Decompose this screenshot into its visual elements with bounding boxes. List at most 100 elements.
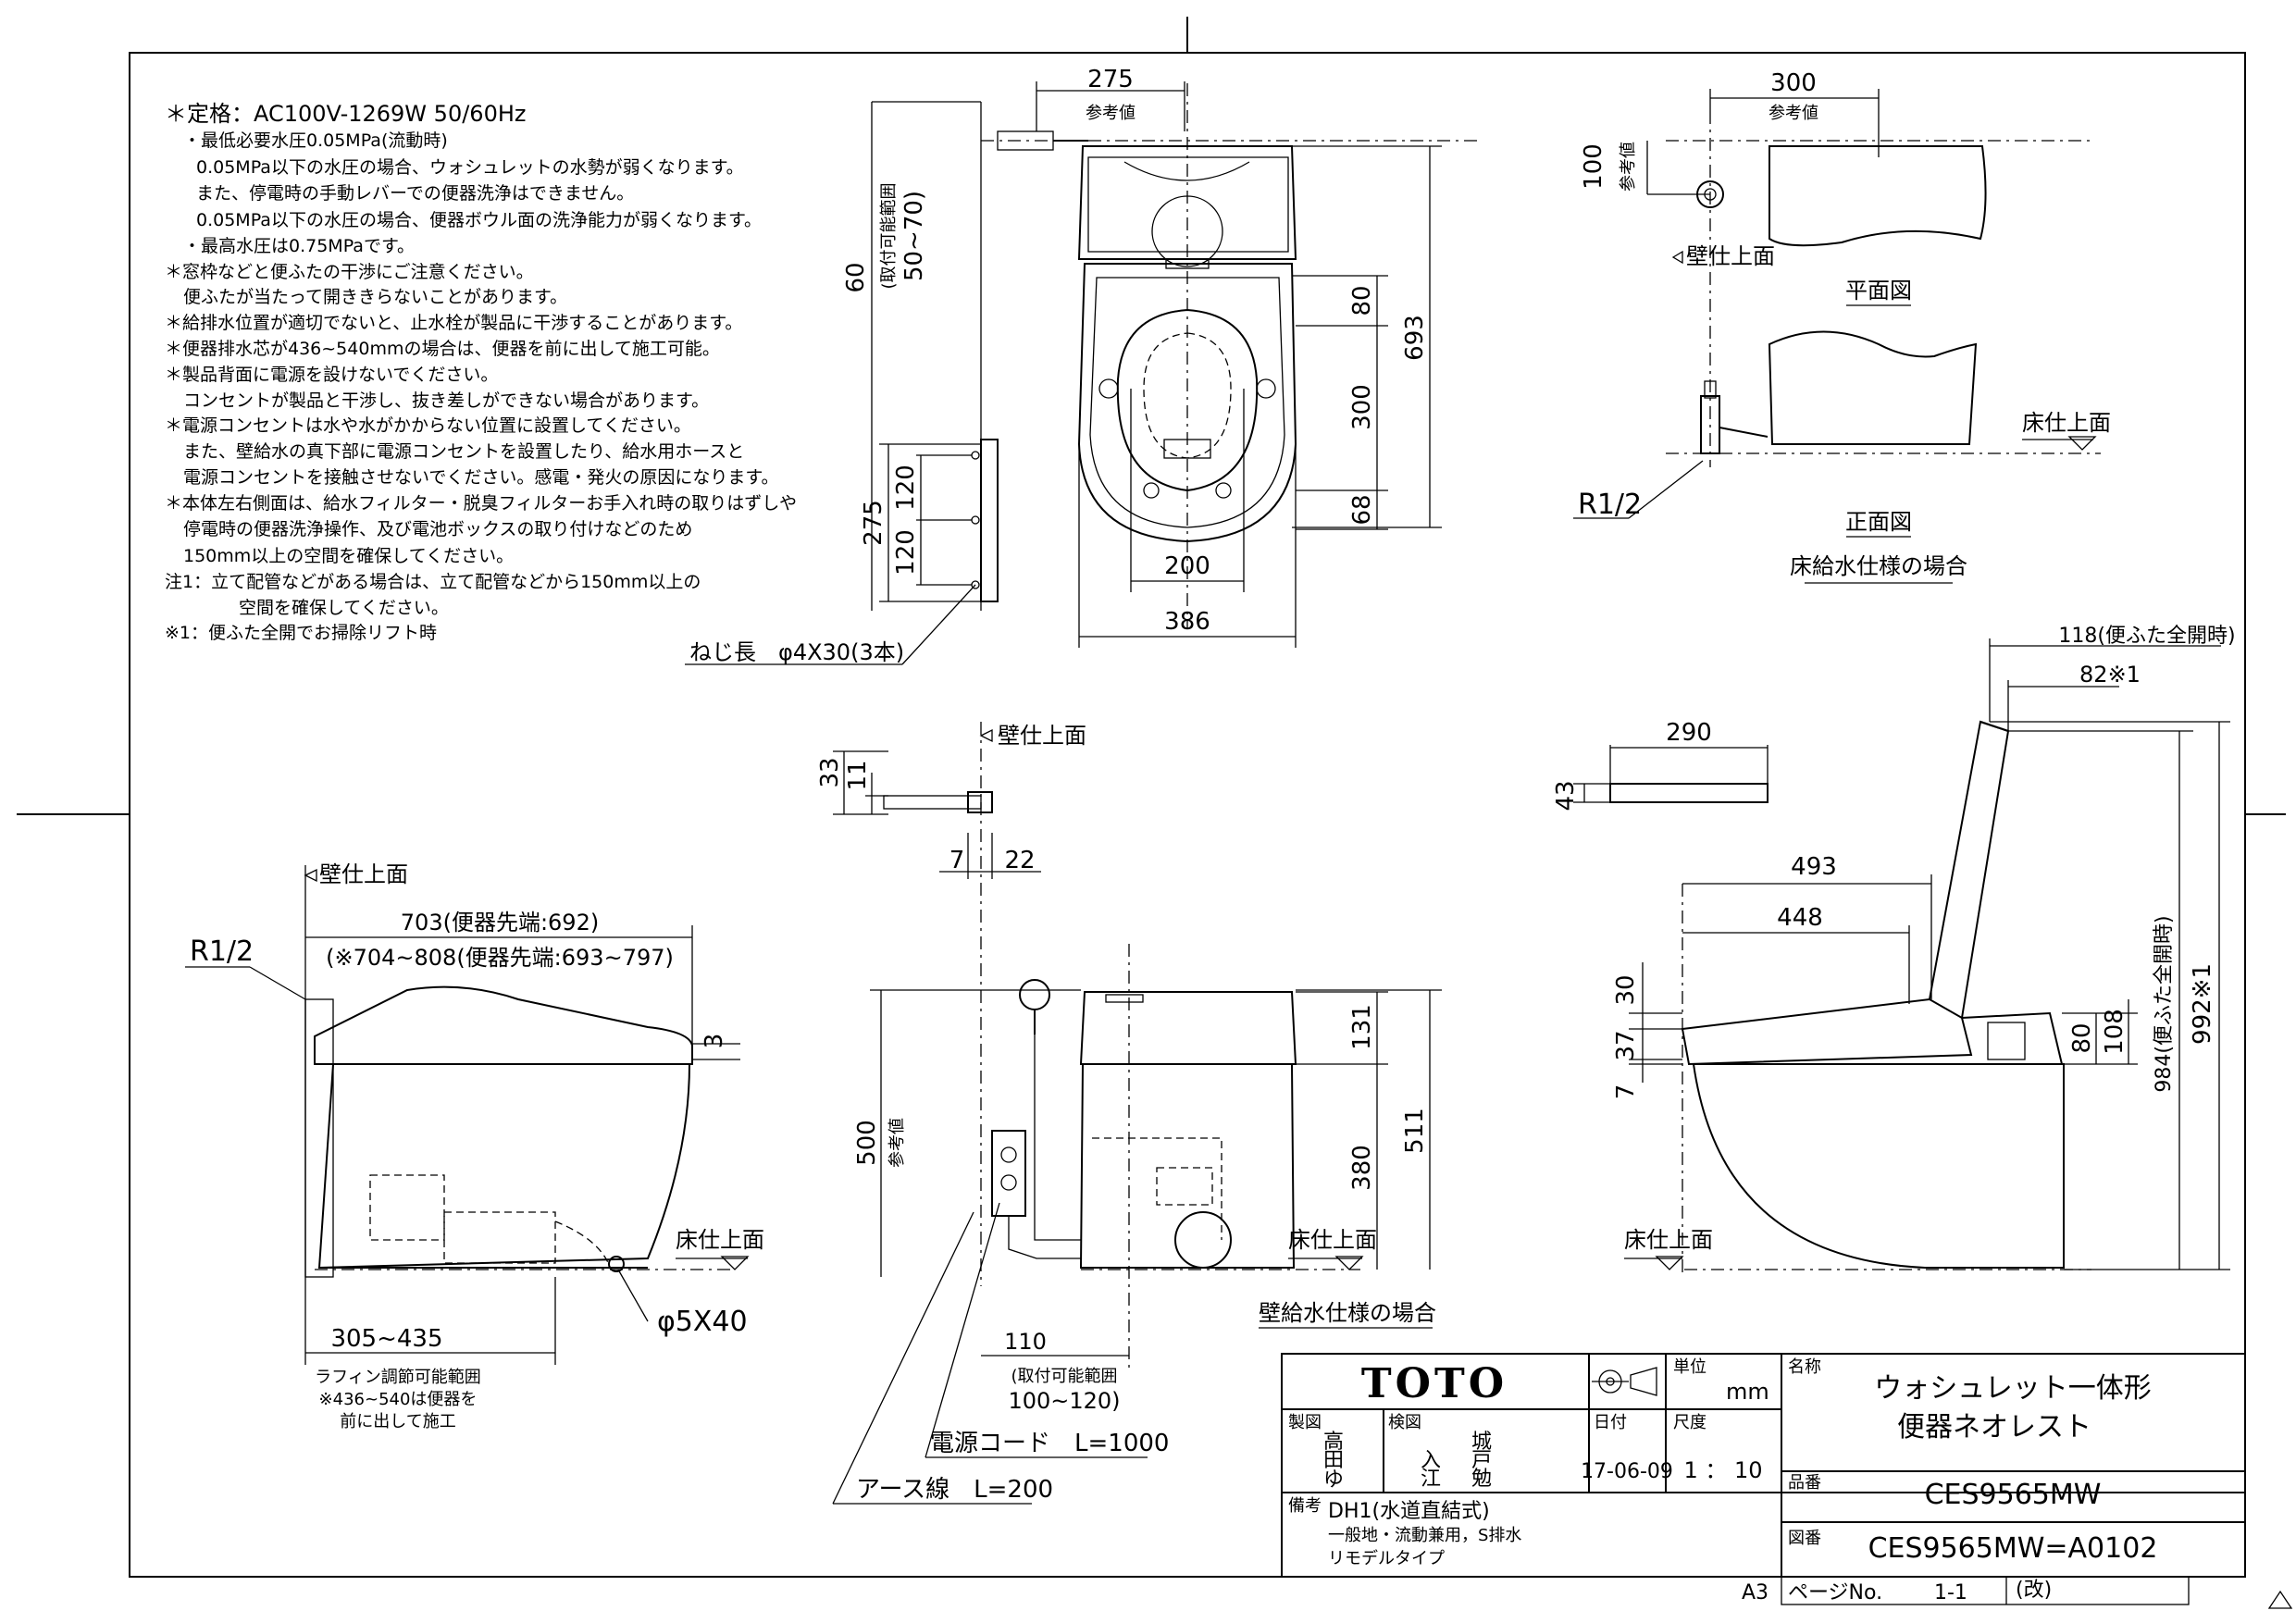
note-line: ＊電源コンセントは水や水がかからない位置に設置してください。 [165, 415, 691, 436]
caption: 壁給水仕様の場合 [1259, 1300, 1436, 1326]
dim-label: 200 [1164, 552, 1210, 580]
note-line: ・最高水圧は0.75MPaです。 [183, 236, 415, 256]
screw-note: ねじ長 φ4X30(3本) [689, 639, 904, 665]
supply-valve [1019, 979, 1050, 1010]
checked-by: 入 [1421, 1449, 1441, 1472]
tank-inner [1087, 156, 1289, 253]
dim-label: 120 [892, 465, 920, 511]
drawing-label: 図番 [1788, 1529, 1821, 1548]
cord-label: 電源コード L=1000 [930, 1430, 1169, 1457]
dim-label: 500 [853, 1120, 881, 1166]
projection-symbol-icon [1592, 1367, 1657, 1396]
dim-label: 693 [1401, 315, 1429, 361]
wall-label: 壁仕上面 [998, 723, 1086, 749]
dim-label: 305~435 [330, 1325, 442, 1353]
dim-label: 275 [1087, 66, 1134, 93]
bowl-front [1079, 1063, 1296, 1269]
dim-label: 300 [1770, 69, 1817, 97]
note-line: ・最低必要水圧0.05MPa(流動時) [183, 130, 448, 151]
page-number: 1-1 [1934, 1581, 1967, 1604]
dim-label: 60 [842, 262, 870, 292]
bowl-outline [317, 1063, 691, 1270]
right-side-view: 290 43 118(便ふた全開時) 82※1 493 448 30 37 [1552, 625, 2236, 1277]
view-label: 平面図 [1845, 278, 1912, 304]
flush-valve [1151, 195, 1223, 267]
dim-label: 43 [1552, 780, 1580, 811]
dim-label: 68 [1348, 494, 1376, 525]
remarks-label: 備考 [1288, 1496, 1322, 1516]
checked-by: 江 [1421, 1468, 1441, 1491]
note-line: ＊本体左右側面は、給水フィルター・脱臭フィルターお手入れ時の取りはずしや [165, 493, 797, 514]
dim-label: 984(便ふた全開時) [2153, 915, 2176, 1092]
dim-label: 100 [1580, 143, 1607, 190]
title-block: TOTO 単位 mm 名称 ウォシュレット一体形 便器ネオレスト 製図 高 田 … [1281, 1353, 2246, 1605]
notes-block: ＊定格：AC100V-1269W 50/60Hz ・最低必要水圧0.05MPa(… [165, 101, 797, 643]
name-label: 名称 [1788, 1357, 1821, 1377]
dim-label: 100~120) [1008, 1388, 1120, 1414]
remote-plan [1609, 783, 1769, 803]
dim-label: 300 [1348, 384, 1376, 430]
top-view: 275 参考値 60 (取付可能範囲 50~70) 80 300 68 693 … [842, 66, 1481, 648]
product-name: ウォシュレット一体形 [1874, 1372, 2151, 1405]
dim-label: 108 [2101, 1009, 2128, 1055]
note-line: 注1：立て配管などがある場合は、立て配管などから150mm以上の [165, 572, 701, 592]
plan-outline [1769, 145, 1987, 247]
note-line: ＊窓枠などと便ふたの干渉にご注意ください。 [165, 262, 534, 282]
note-line: ＊便器排水芯が436~540mmの場合は、便器を前に出して施工可能。 [165, 339, 720, 359]
floor-label: 床仕上面 [2022, 410, 2111, 436]
lid-outline [314, 985, 693, 1065]
seat-outline [1077, 263, 1297, 543]
remote-side-view: 壁仕上面 33 11 7 22 [816, 722, 1086, 1286]
dim-label: 11 [844, 760, 872, 790]
dim-label: 参考値 [1769, 104, 1818, 123]
caption: 床給水仕様の場合 [1790, 553, 1967, 579]
dim-label: (取付可能範囲 [879, 182, 899, 289]
part-number: CES9565MW [1925, 1479, 2102, 1511]
note-line: 空間を確保してください。 [239, 598, 449, 618]
sheet-size: A3 [1742, 1581, 1769, 1604]
brand-logo: TOTO [1361, 1360, 1508, 1407]
dim-label: 80 [2068, 1022, 2096, 1053]
page-label: ページNo. [1788, 1581, 1882, 1604]
dim-label: 131 [1348, 1004, 1376, 1050]
display-panel [1105, 994, 1144, 1003]
checked-by: 城 [1471, 1431, 1492, 1454]
dim-label: 511 [1401, 1108, 1429, 1154]
bowl-opening [1116, 308, 1259, 492]
note-line: ＊製品背面に電源を設けないでください。 [165, 365, 498, 385]
nozzle [1163, 439, 1211, 459]
dim-label: 50~70) [900, 191, 928, 281]
note-line: コンセントが製品と干渉し、抜き差しができない場合があります。 [183, 390, 709, 411]
floor-label: 床仕上面 [1288, 1227, 1377, 1253]
dim-label: 22 [1004, 847, 1035, 874]
note-line: また、壁給水の真下部に電源コンセントを設置したり、給水用ホースと [183, 441, 744, 462]
floor-supply-view: 300 参考値 100 参考値 壁仕上面 平面図 床仕上面 R1/2 正面図 床… [1573, 69, 2111, 584]
unit-label: 単位 [1673, 1357, 1706, 1377]
note-line: 150mm以上の空間を確保してください。 [183, 546, 514, 566]
revision: (改) [2016, 1579, 2052, 1602]
note-line: また、停電時の手動レバーでの便器洗浄はできません。 [196, 183, 634, 204]
dim-label: 参考値 [1086, 104, 1136, 123]
remarks-line: DH1(水道直結式) [1328, 1500, 1490, 1523]
dim-label: 386 [1164, 608, 1210, 636]
drawing-number: CES9565MW=A0102 [1868, 1532, 2158, 1565]
dim-label: 448 [1777, 904, 1823, 932]
unit-value: mm [1726, 1379, 1769, 1405]
dim-label: 118(便ふた全開時) [2058, 625, 2235, 648]
floor-label: 床仕上面 [676, 1227, 764, 1253]
date-label: 日付 [1594, 1413, 1627, 1432]
remote-profile [883, 795, 982, 810]
dim-label: 30 [1612, 974, 1640, 1005]
note-line: 0.05MPa以下の水圧の場合、ウォシュレットの水勢が弱くなります。 [196, 157, 744, 178]
note-line: 便ふたが当たって開ききらないことがあります。 [183, 287, 567, 307]
dim-label: 380 [1348, 1145, 1376, 1191]
dim-label: 参考値 [887, 1118, 907, 1168]
valve-icon [1700, 395, 1720, 454]
dim-label: 参考値 [1619, 142, 1638, 192]
wall-label: 壁仕上面 [1686, 243, 1775, 269]
drawn-label: 製図 [1288, 1413, 1322, 1432]
dim-label: 80 [1348, 285, 1376, 316]
note-line: ＊定格：AC100V-1269W 50/60Hz [165, 101, 526, 127]
dim-label: 7 [1612, 1084, 1640, 1100]
